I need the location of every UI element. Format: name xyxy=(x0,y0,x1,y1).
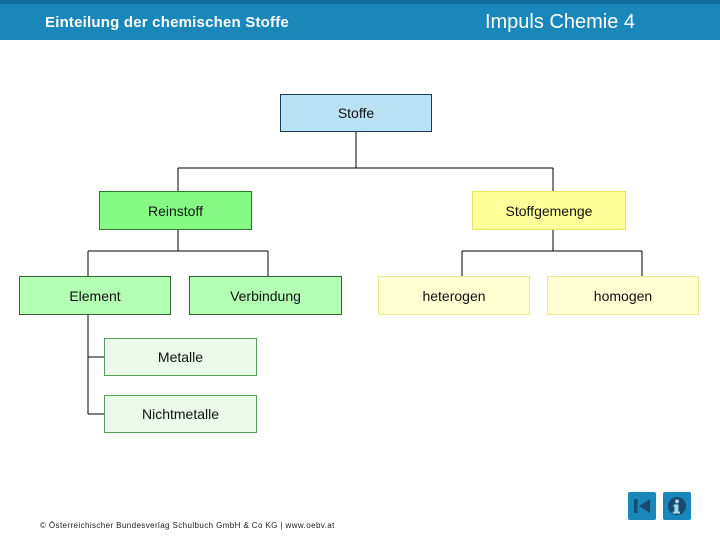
series-title: Impuls Chemie 4 xyxy=(484,10,635,33)
back-button[interactable] xyxy=(628,492,656,520)
node-homogen: homogen xyxy=(547,276,699,315)
node-label: Verbindung xyxy=(230,287,301,304)
info-button[interactable] xyxy=(663,492,691,520)
page-title: Einteilung der chemischen Stoffe xyxy=(45,13,289,31)
skip-back-icon xyxy=(634,499,650,513)
node-verbindung: Verbindung xyxy=(189,276,342,315)
node-label: heterogen xyxy=(422,287,486,304)
node-nichtmetalle: Nichtmetalle xyxy=(104,395,257,433)
header-bar: Einteilung der chemischen Stoffe Impuls … xyxy=(0,0,720,40)
node-stoffe: Stoffe xyxy=(280,94,432,132)
node-stoffgemenge: Stoffgemenge xyxy=(472,191,626,230)
node-label: Stoffgemenge xyxy=(505,202,593,219)
node-label: Metalle xyxy=(157,349,204,365)
node-reinstoff: Reinstoff xyxy=(99,191,252,230)
info-icon xyxy=(668,497,686,515)
node-heterogen: heterogen xyxy=(378,276,530,315)
node-label: Nichtmetalle xyxy=(141,406,220,422)
node-label: Reinstoff xyxy=(148,202,203,219)
node-metalle: Metalle xyxy=(104,338,257,376)
node-label: Stoffe xyxy=(337,105,375,121)
copyright-text: © Österreichischer Bundesverlag Schulbuc… xyxy=(40,521,335,530)
node-label: homogen xyxy=(593,287,653,304)
node-label: Element xyxy=(69,287,121,304)
node-element: Element xyxy=(19,276,171,315)
header-top-strip xyxy=(0,0,720,4)
